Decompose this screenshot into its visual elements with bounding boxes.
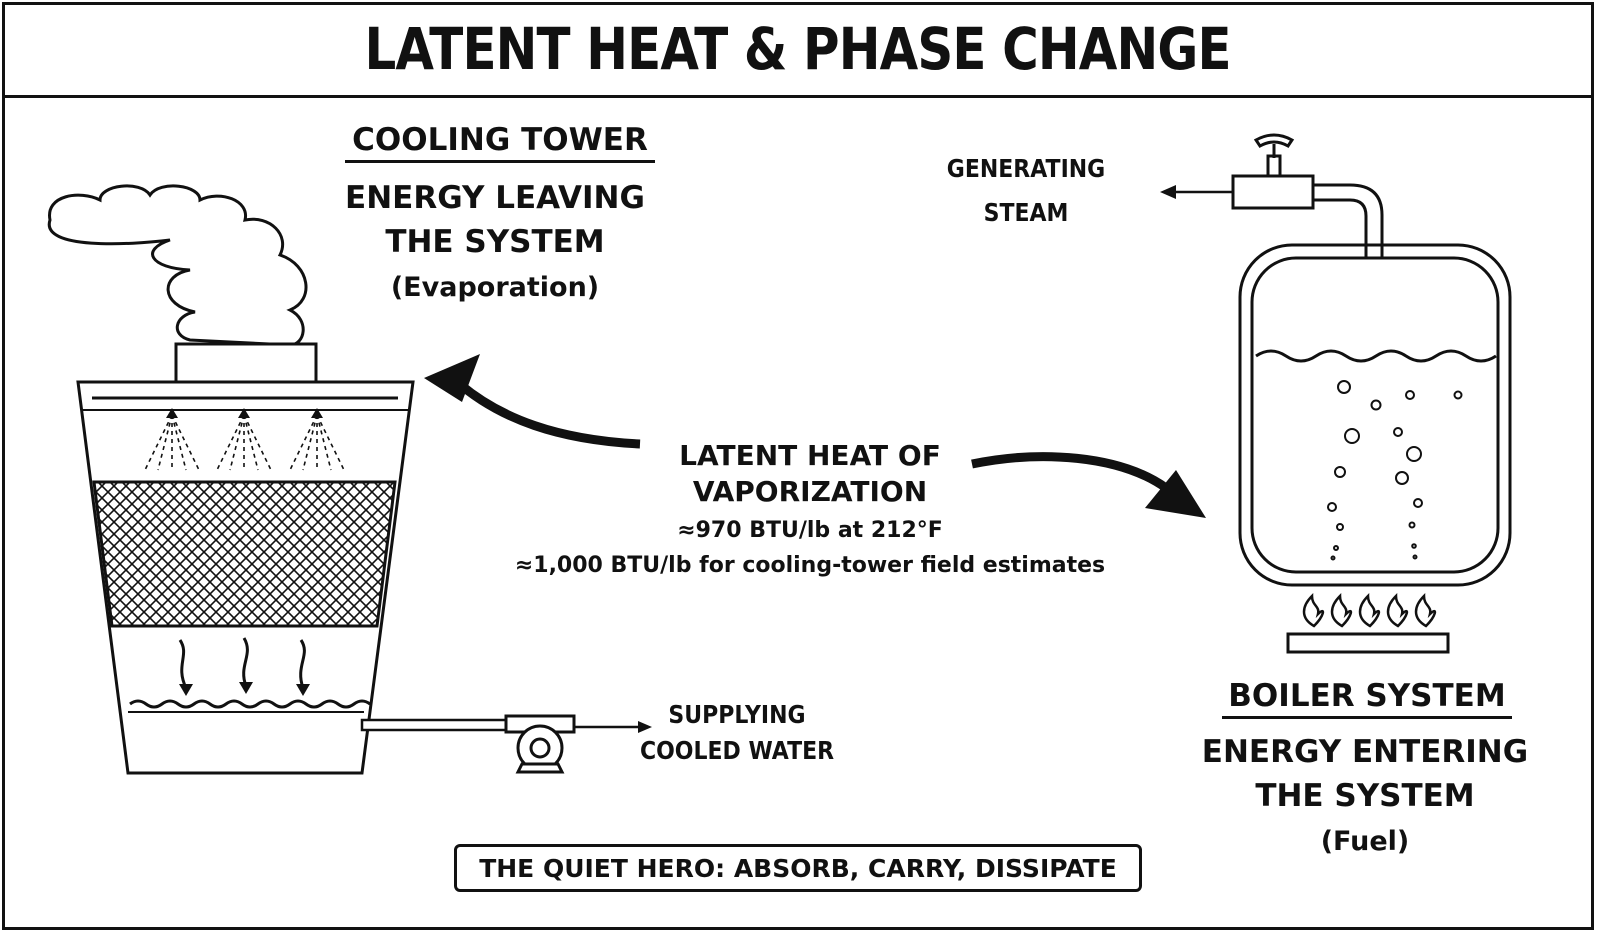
center-line3: ≈970 BTU/lb at 212°F	[677, 518, 943, 543]
title-bar: LATENT HEAT & PHASE CHANGE	[2, 2, 1594, 98]
cooling-tower-line2: THE SYSTEM	[385, 224, 605, 260]
footer-text: THE QUIET HERO: ABSORB, CARRY, DISSIPATE	[479, 853, 1117, 883]
footer-banner: THE QUIET HERO: ABSORB, CARRY, DISSIPATE	[454, 844, 1142, 892]
steam-bubbles-icon	[1327, 380, 1463, 561]
boiler-vessel	[1238, 243, 1512, 587]
center-line2: VAPORIZATION	[692, 475, 928, 508]
center-line4: ≈1,000 BTU/lb for cooling-tower field es…	[514, 553, 1106, 578]
boiler-heading: BOILER SYSTEM	[1222, 678, 1512, 719]
supply-label-line1: SUPPLYING	[668, 700, 806, 729]
center-line1: LATENT HEAT OF	[679, 439, 941, 472]
vapor-cloud-icon	[47, 184, 308, 347]
cooling-tower	[76, 342, 415, 775]
cooling-tower-note: (Evaporation)	[390, 272, 600, 303]
burner-flame-icon	[1302, 592, 1437, 628]
supply-pipe	[360, 718, 510, 732]
steam-valve-icon	[1231, 133, 1315, 210]
fill-media	[92, 480, 397, 628]
page-title: LATENT HEAT & PHASE CHANGE	[364, 14, 1232, 83]
boiler-line1: ENERGY ENTERING	[1201, 734, 1529, 770]
boiler-note: (Fuel)	[1320, 826, 1410, 857]
supply-label-line2: COOLED WATER	[639, 736, 835, 765]
spray-nozzle-icon	[144, 414, 345, 471]
steam-arrow-icon	[1160, 185, 1233, 199]
steam-pipe	[1312, 183, 1384, 258]
falling-water-icon	[178, 637, 306, 689]
boiler-water-surface	[1255, 349, 1497, 363]
cooling-tower-heading: COOLING TOWER	[345, 122, 655, 163]
burner-plate	[1286, 632, 1450, 654]
fan-stack	[174, 342, 318, 384]
cooling-tower-line1: ENERGY LEAVING	[345, 180, 645, 216]
supply-arrow-icon	[574, 721, 652, 733]
basin-water-surface	[129, 699, 371, 709]
arrow-to-cooling-tower-icon	[424, 354, 641, 449]
arrow-to-boiler-icon	[971, 452, 1206, 518]
steam-label-line2: STEAM	[983, 198, 1069, 227]
pump-icon	[504, 714, 576, 774]
steam-label-line1: GENERATING	[946, 154, 1106, 183]
boiler-line2: THE SYSTEM	[1255, 778, 1475, 814]
